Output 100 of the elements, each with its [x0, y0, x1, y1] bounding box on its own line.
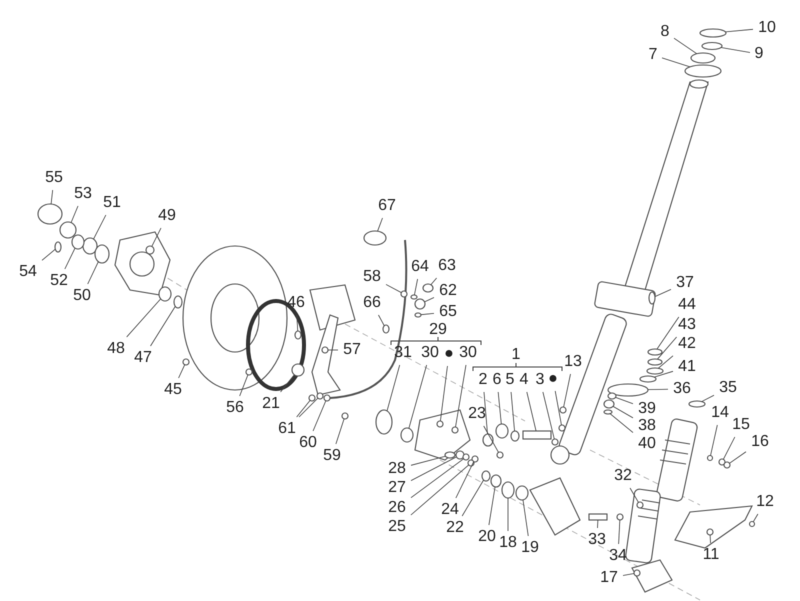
- leader-line: [615, 396, 634, 404]
- callout-number: 2: [478, 372, 488, 388]
- leader-line: [618, 520, 620, 544]
- washer: [400, 290, 408, 298]
- washer: [54, 241, 62, 253]
- washer: [633, 569, 641, 577]
- callout-number: 42: [678, 336, 696, 352]
- leader-line: [377, 218, 383, 232]
- callout-number: 49: [158, 208, 176, 224]
- callout-number: 21: [262, 396, 280, 412]
- washer: [558, 424, 566, 432]
- leader-line: [280, 374, 295, 392]
- callout-number: 3: [536, 372, 544, 388]
- washer: [648, 291, 656, 305]
- callout-number: 39: [638, 401, 656, 417]
- callout-number: 63: [438, 258, 456, 274]
- callout-number: 55: [45, 170, 63, 186]
- washer: [462, 453, 470, 461]
- callout-number: 51: [103, 195, 121, 211]
- washer: [414, 312, 422, 318]
- callout-number: 56: [226, 400, 244, 416]
- washer: [436, 420, 444, 428]
- pin: [588, 513, 608, 521]
- washer: [501, 481, 515, 499]
- callout-number: 65: [439, 304, 457, 320]
- washer: [699, 28, 727, 38]
- leader-line: [710, 424, 718, 456]
- callout-number: 24: [441, 502, 459, 518]
- washer: [182, 358, 190, 366]
- leader-line: [424, 297, 434, 302]
- callout-number: 30: [421, 345, 439, 361]
- washer: [382, 324, 390, 334]
- washer: [245, 368, 253, 376]
- callout-number: 20: [478, 529, 496, 545]
- washer: [321, 346, 329, 354]
- callout-number: 33: [588, 532, 606, 548]
- leader-line: [542, 392, 555, 440]
- washer: [375, 409, 393, 435]
- washer: [94, 244, 110, 264]
- leader-line: [87, 261, 99, 284]
- leader-line: [408, 364, 428, 429]
- washer: [400, 427, 414, 443]
- washer: [616, 513, 624, 521]
- washer: [341, 412, 349, 420]
- leader-line: [722, 436, 736, 460]
- callout-number: 50: [73, 288, 91, 304]
- leader-line: [725, 28, 754, 32]
- washer: [316, 392, 324, 400]
- leader-line: [312, 400, 326, 432]
- callout-number: 11: [702, 547, 720, 563]
- leader-line: [150, 306, 176, 346]
- washer: [603, 399, 615, 409]
- callout-number: 57: [343, 342, 361, 358]
- leader-line: [462, 480, 484, 516]
- leader-line: [93, 214, 106, 240]
- leader-line: [484, 392, 488, 434]
- leader-line: [414, 278, 418, 296]
- washer: [422, 283, 434, 293]
- washer: [482, 433, 494, 447]
- washer: [363, 230, 387, 246]
- washer: [481, 470, 491, 482]
- callout-number: 59: [323, 448, 341, 464]
- leader-line: [178, 364, 186, 378]
- washer: [607, 392, 617, 400]
- callout-number: 22: [446, 520, 464, 536]
- washer: [37, 203, 63, 225]
- washer: [410, 294, 418, 300]
- callout-number: 66: [363, 295, 381, 311]
- leader-line: [658, 355, 674, 369]
- washer: [444, 451, 456, 459]
- callout-number: 13: [564, 354, 582, 370]
- leader-line: [654, 288, 672, 298]
- callout-number: 18: [499, 535, 517, 551]
- leader-line: [657, 336, 678, 360]
- washer: [510, 430, 520, 442]
- leader-line: [386, 284, 402, 293]
- callout-number: 32: [614, 468, 632, 484]
- washer: [323, 394, 331, 402]
- leader-line: [498, 392, 502, 424]
- washer: [706, 454, 714, 462]
- leader-line: [151, 228, 162, 247]
- washer: [701, 42, 723, 50]
- callout-number: 62: [439, 283, 457, 299]
- leader-line: [654, 370, 674, 378]
- washer: [688, 400, 706, 408]
- washer: [308, 394, 316, 402]
- leader-line: [662, 57, 690, 68]
- callout-number: 41: [678, 359, 696, 375]
- washer: [636, 501, 644, 509]
- washer: [496, 451, 504, 459]
- leader-line: [336, 418, 344, 444]
- callout-number: 26: [388, 500, 406, 516]
- washer: [59, 221, 77, 239]
- leader-line: [597, 520, 598, 528]
- callout-number: 38: [638, 418, 656, 434]
- washer: [495, 423, 509, 439]
- callout-number: 14: [711, 405, 729, 421]
- leader-line: [612, 406, 634, 418]
- callout-number: 35: [719, 380, 737, 396]
- callout-number: 34: [609, 548, 627, 564]
